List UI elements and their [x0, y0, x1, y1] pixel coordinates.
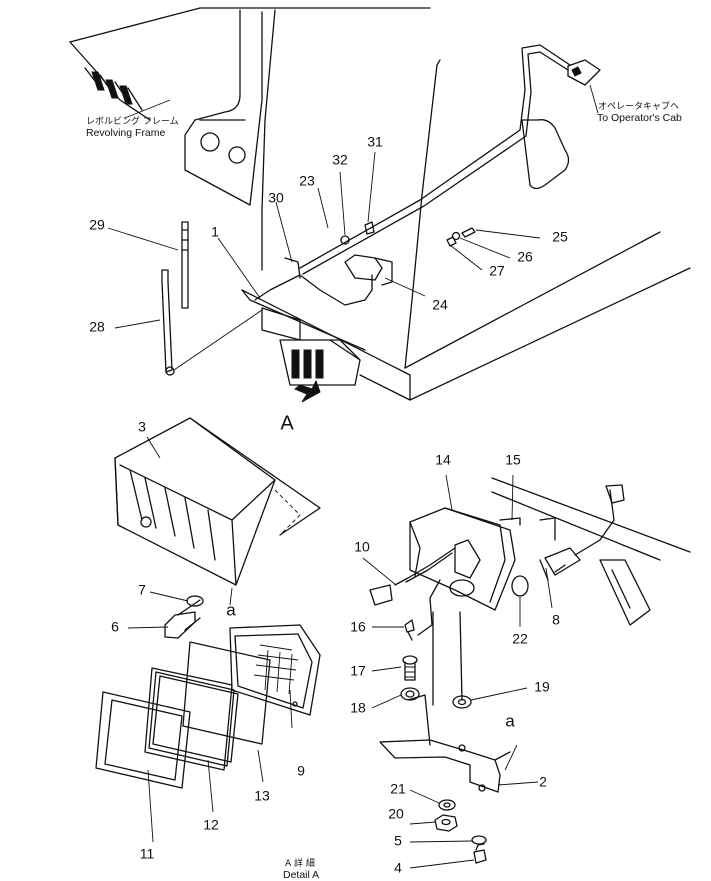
part-label-5: 5	[394, 833, 402, 849]
guard-cover-3	[114, 417, 321, 586]
part-label-8: 8	[552, 612, 560, 628]
detail-a-bracket	[491, 477, 691, 626]
part-label-6: 6	[111, 619, 119, 635]
part-label-32: 32	[332, 152, 348, 168]
part-label-16: 16	[350, 619, 366, 635]
wiring-harness	[254, 44, 601, 306]
operator-cab-caption: To Operator's Cab	[597, 112, 682, 124]
operator-cab-jp-caption: オペレータキャブヘ	[598, 100, 679, 112]
revolving-frame-caption: Revolving Frame	[86, 127, 166, 139]
part-label-1: 1	[211, 224, 219, 240]
detail-a-caption: Detail A	[283, 869, 319, 881]
work-lamp-14	[369, 507, 516, 706]
bolt-6-washer-7	[164, 595, 204, 639]
part-label-23: 23	[299, 173, 315, 189]
detail-a-jp-caption: A 詳 細	[285, 857, 315, 869]
part-label-14: 14	[435, 452, 451, 468]
part-label-31: 31	[367, 134, 383, 150]
part-label-26: 26	[517, 249, 533, 265]
lens-frames	[95, 641, 271, 789]
hardware-parts	[400, 619, 487, 864]
part-number-labels: 1 2 3 4 5 6 7 8 9 10 11 12 13 14 15 16 1…	[89, 134, 568, 876]
part-label-30: 30	[268, 190, 284, 206]
reference-mark-lower: a	[226, 600, 236, 619]
rod-parts	[161, 221, 263, 376]
part-label-15: 15	[505, 452, 521, 468]
part-label-21: 21	[390, 781, 406, 797]
part-label-4: 4	[394, 860, 402, 876]
part-label-3: 3	[138, 419, 146, 435]
annotation-captions: レボルビング フレーム Revolving Frame オペレータキャブヘ To…	[86, 100, 682, 881]
lamp-housing-9	[229, 624, 321, 716]
part-label-25: 25	[552, 229, 568, 245]
part-label-17: 17	[350, 663, 366, 679]
mounting-bracket-2	[379, 694, 511, 793]
part-label-19: 19	[534, 679, 550, 695]
part-label-11: 11	[140, 846, 155, 862]
view-arrow-label: A	[280, 412, 294, 434]
part-label-20: 20	[388, 806, 404, 822]
part-label-24: 24	[432, 297, 448, 313]
part-label-9: 9	[297, 763, 305, 779]
part-label-29: 29	[89, 217, 105, 233]
reference-mark-upper: a	[505, 711, 515, 730]
part-label-10: 10	[354, 539, 370, 555]
leader-lines	[107, 84, 599, 869]
part-label-27: 27	[489, 263, 505, 279]
revolving-frame-drawing	[69, 7, 691, 403]
view-markers: A a a	[226, 412, 515, 730]
part-label-18: 18	[350, 700, 366, 716]
part-label-22: 22	[512, 631, 528, 647]
part-label-7: 7	[138, 582, 146, 598]
part-label-28: 28	[89, 319, 105, 335]
revolving-frame-jp-caption: レボルビング フレーム	[86, 115, 179, 127]
upper-bolts	[446, 227, 476, 247]
part-label-2: 2	[539, 774, 547, 790]
part-label-13: 13	[254, 788, 270, 804]
part-label-12: 12	[203, 817, 219, 833]
